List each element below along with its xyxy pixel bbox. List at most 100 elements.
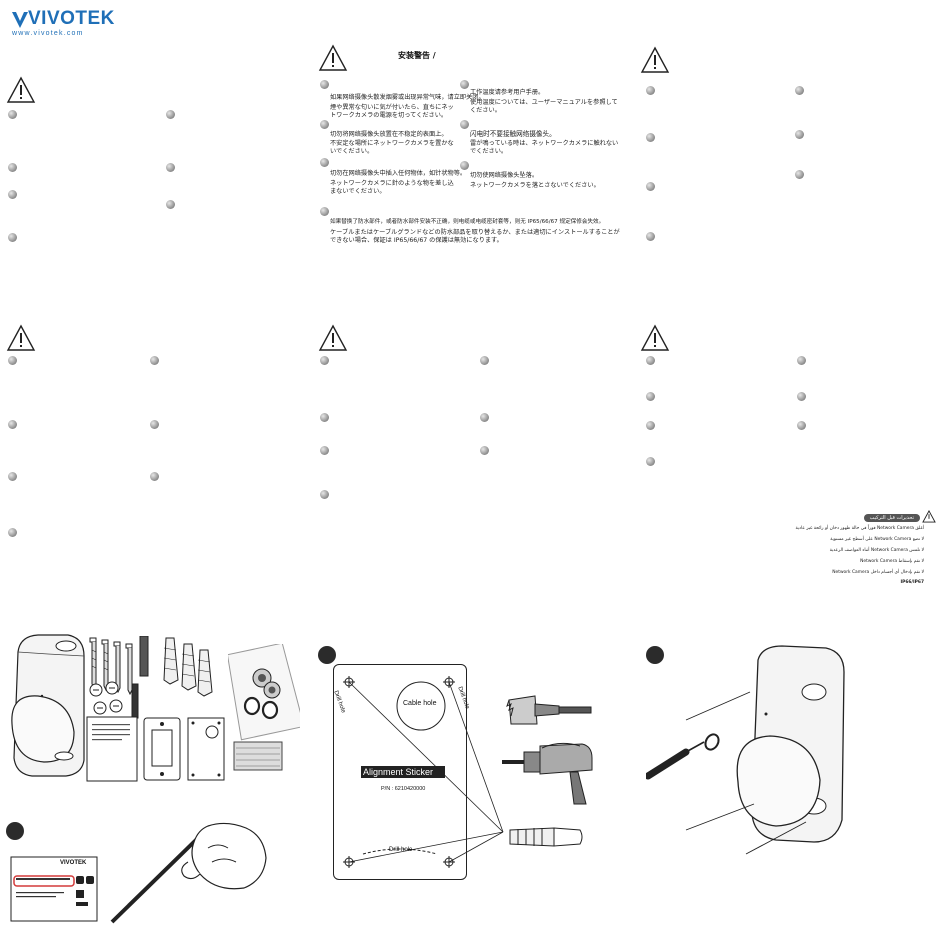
bullet-dot (8, 472, 17, 481)
bullet-dot (320, 120, 329, 129)
bullet-dot (646, 133, 655, 142)
bullet-dot (8, 233, 17, 242)
jp-item-4-jp: 使用温度については、ユーザーマニュアルを参照してください。 (470, 99, 618, 114)
jp-item-4-cn: 工作温度请参考用户手册。 (470, 89, 545, 96)
warning-triangle-icon (6, 324, 36, 351)
bullet-dot (460, 161, 469, 170)
arabic-panel-title: تحذيرات قبل التركيب (863, 514, 920, 522)
bullet-dot (166, 110, 175, 119)
bullet-dot (646, 232, 655, 241)
bullet-dot (320, 413, 329, 422)
mounting-bracket-illustration (143, 717, 181, 781)
jp-item-1-cn: 如果网络摄像头散发烟雾或出现异常气味，请立即关闭。 (330, 94, 485, 101)
jp-item-2-jp: 不安定な場所にネットワークカメラを置かないでください。 (330, 140, 454, 155)
bullet-dot (795, 86, 804, 95)
bullet-dot (460, 120, 469, 129)
quick-guide-illustration (86, 716, 138, 782)
warning-triangle-icon (318, 324, 348, 351)
bullet-dot (8, 528, 17, 537)
bullet-dot (8, 420, 17, 429)
bullet-dot (646, 392, 655, 401)
bullet-dot (480, 446, 489, 455)
bullet-dot (797, 392, 806, 401)
bullet-dot (8, 110, 17, 119)
jp-item-5-jp: 雷が鳴っている時は、ネットワークカメラに触れないでください。 (470, 140, 619, 155)
bullet-dot (646, 182, 655, 191)
power-drill-illustration (502, 742, 593, 805)
step-2-badge (318, 646, 336, 664)
jp-item-1-jp: 煙や異常な匂いに気が付いたら、直ちにネットワークカメラの電源を切ってください。 (330, 104, 454, 119)
arabic-line: لا تلمس Network Camera أثناء العواصف الر… (829, 548, 924, 553)
bullet-dot (320, 356, 329, 365)
cable-hole-label: Cable hole (403, 700, 437, 707)
desiccant-illustration (233, 741, 283, 771)
vivotek-logo: VIVOTEK www.vivotek.com (10, 8, 120, 38)
arabic-line: لا تقم بإدخال أي أجسام داخل Network Came… (832, 570, 924, 575)
hand-writing-illustration (110, 822, 267, 924)
bullet-dot (320, 207, 329, 216)
label-brand: VIVOTEK (60, 860, 87, 866)
arabic-line: أغلق Network Camera فوراً في حالة ظهور د… (795, 526, 924, 531)
wall-anchors-illustration (163, 637, 213, 697)
bullet-dot (797, 356, 806, 365)
vivotek-logo-icon (12, 12, 28, 28)
small-screws-illustration (89, 681, 139, 719)
warning-triangle-icon (640, 324, 670, 351)
alignment-sticker (333, 664, 467, 880)
alignment-sticker-title: Alignment Sticker (363, 767, 434, 777)
accessory-bag-illustration (228, 644, 300, 741)
bullet-dot (166, 200, 175, 209)
jp-item-5-cn: 闪电时不要接触网络摄像头。 (470, 130, 556, 138)
step-1-badge (6, 822, 24, 840)
bullet-dot (150, 356, 159, 365)
bullet-dot (320, 446, 329, 455)
bullet-dot (646, 421, 655, 430)
arabic-warning-panel: تحذيرات قبل التركيب أغلق Network Camera … (780, 510, 938, 590)
alignment-sticker-pn: P/N : 6210420000 (381, 786, 426, 792)
warning-triangle-icon (6, 76, 36, 103)
jp-item-3-cn: 切勿在网络摄像头中插入任何物体，如针状物等。 (330, 170, 467, 177)
bullet-dot (320, 490, 329, 499)
bullet-dot (795, 170, 804, 179)
jp-item-6-jp: ネットワークカメラを落とさないでください。 (470, 182, 600, 189)
camera-mounting-illustration (646, 645, 845, 855)
bullet-dot (150, 472, 159, 481)
camera-illustration (11, 634, 85, 777)
jp-panel-title: 安装警告 / (398, 51, 436, 60)
hole-saw-illustration (506, 695, 592, 725)
arabic-line: لا تقم بإسقاط Network Camera (860, 559, 924, 564)
bullet-dot (166, 163, 175, 172)
bullet-dot (646, 356, 655, 365)
wall-plug-illustration (509, 827, 583, 847)
bullet-dot (320, 80, 329, 89)
warning-triangle-icon (640, 46, 670, 73)
bullet-dot (8, 163, 17, 172)
step-3-badge (646, 646, 664, 664)
warning-triangle-icon (318, 44, 348, 71)
screws-illustration (89, 636, 149, 696)
bullet-dot (460, 80, 469, 89)
arabic-line: IP66/IP67 (900, 580, 924, 585)
arabic-line: لا تضع Network Camera على أسطح غير مستوي… (830, 537, 924, 542)
bullet-dot (480, 356, 489, 365)
brand-url: www.vivotek.com (12, 30, 84, 37)
bullet-dot (480, 413, 489, 422)
brand-name: VIVOTEK (28, 8, 115, 29)
bullet-dot (8, 190, 17, 199)
bullet-dot (646, 457, 655, 466)
jp-item-3-jp: ネットワークカメラに針のような物を差し込まないでください。 (330, 180, 454, 195)
drill-hole-bottom-label: Drill hole (389, 847, 413, 853)
mounting-plate-illustration (187, 717, 225, 781)
product-label-illustration (10, 856, 98, 922)
jp-item-6-cn: 切勿使网络摄像头坠落。 (470, 172, 539, 179)
bullet-dot (646, 86, 655, 95)
bullet-dot (797, 421, 806, 430)
jp-item-2-cn: 切勿将网络摄像头放置在不稳定的表面上。 (330, 131, 448, 138)
bullet-dot (320, 158, 329, 167)
jp-item-7-jp: ケーブルまたはケーブルグランドなどの防水部品を取り替えるか、または適切にインスト… (330, 229, 620, 244)
bullet-dot (795, 130, 804, 139)
alignment-sticker-drawing (343, 676, 504, 868)
jp-item-7-cn: 如果替换了防水部件，或者防水部件安装不正确，则电缆或电缆密封套等，则无 IP65… (330, 219, 605, 225)
bullet-dot (150, 420, 159, 429)
warning-triangle-icon (922, 510, 936, 523)
